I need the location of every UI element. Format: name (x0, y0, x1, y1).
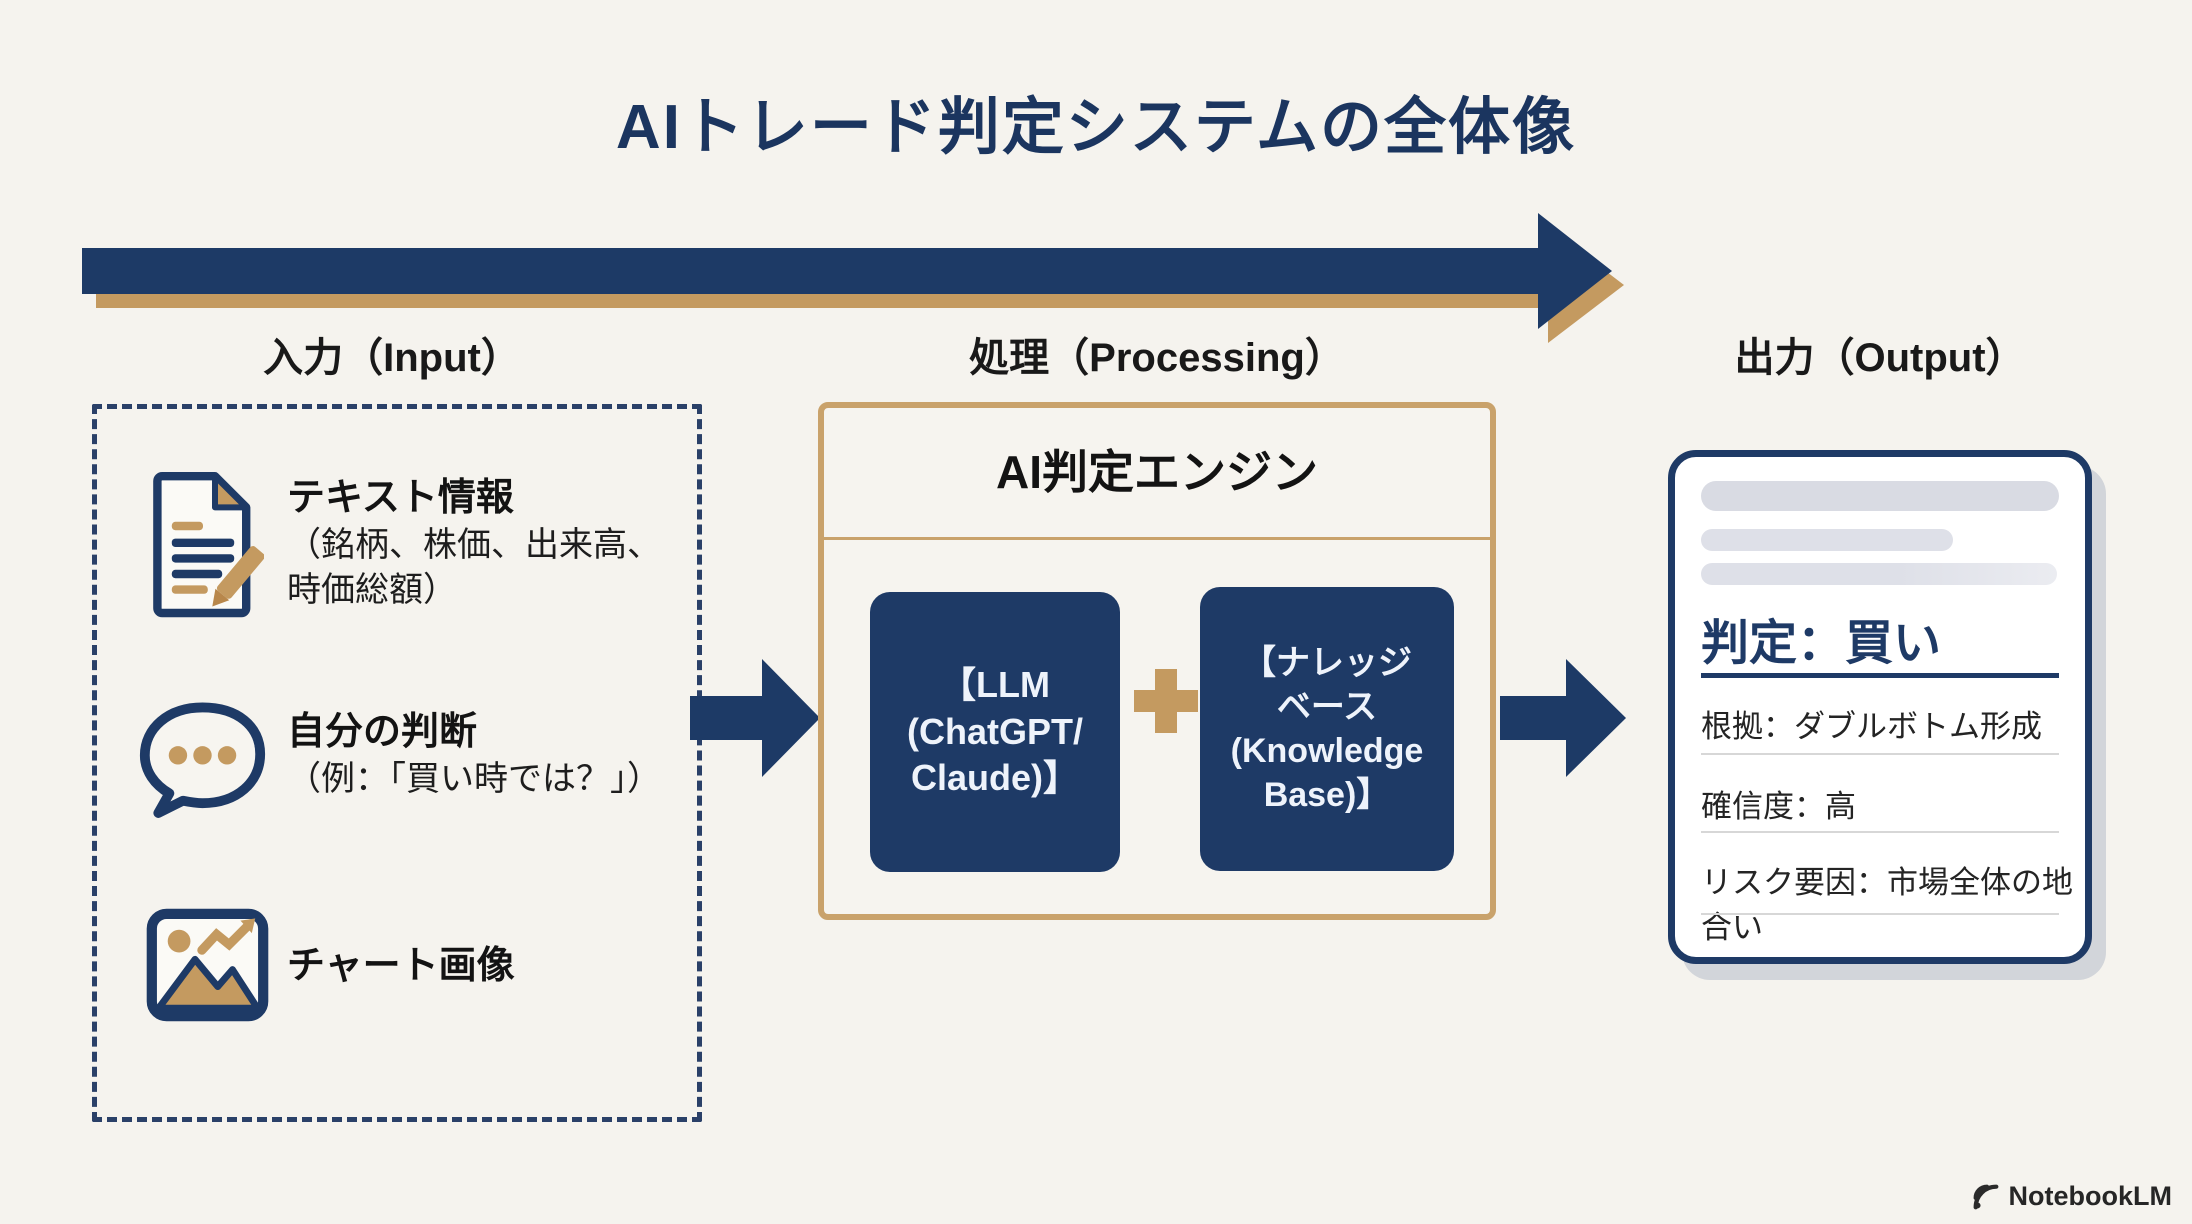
input-item-chart-image: チャート画像 (287, 943, 515, 991)
processing-to-output-arrow-head-icon (1566, 659, 1626, 777)
plus-icon (1134, 669, 1198, 733)
knowledge-base-box: 【ナレッジ ベース (Knowledge Base)】 (1200, 587, 1454, 871)
flow-arrow-head-icon (1538, 213, 1612, 329)
llm-box-label: 【LLM (ChatGPT/ Claude)】 (907, 662, 1083, 802)
processing-to-output-arrow (1500, 696, 1568, 740)
kb-box-line: 【ナレッジ (1241, 643, 1412, 682)
llm-box-line: Claude)】 (910, 757, 1079, 799)
input-item-title: 自分の判断 (287, 711, 478, 753)
input-to-processing-arrow-head-icon (762, 659, 820, 777)
ai-engine-box: AI判定エンジン 【LLM (ChatGPT/ Claude)】 【ナレッジ ベ… (818, 402, 1496, 920)
llm-box: 【LLM (ChatGPT/ Claude)】 (870, 592, 1120, 872)
kb-box-line: Base)】 (1263, 776, 1391, 815)
judgment-rule (1701, 673, 2059, 678)
ai-engine-divider (824, 537, 1490, 540)
detail-divider (1701, 753, 2059, 755)
ai-engine-title: AI判定エンジン (996, 446, 1318, 498)
output-detail-basis: 根拠：ダブルボトム形成 (1701, 709, 2042, 744)
knowledge-base-label: 【ナレッジ ベース (Knowledge Base)】 (1231, 641, 1424, 818)
notebooklm-logo-icon (1973, 1184, 1998, 1209)
kb-box-line: (Knowledge (1230, 732, 1424, 770)
input-section-header: 入力（Input） (263, 336, 521, 380)
placeholder-bar (1701, 481, 2059, 511)
output-detail-risk: リスク要因：市場全体の地合い (1701, 865, 2073, 945)
detail-divider (1701, 913, 2059, 915)
processing-section-header: 処理（Processing） (969, 336, 1345, 380)
input-item-text-info: テキスト情報 （銘柄、株価、出来高、 時価総額） (287, 475, 661, 614)
placeholder-bar (1701, 529, 1953, 551)
llm-box-line: (ChatGPT/ (907, 710, 1083, 752)
input-item-desc-line: （例：「買い時では？」） (287, 759, 661, 798)
input-to-processing-arrow (690, 696, 764, 740)
llm-box-line: 【LLM (940, 663, 1050, 705)
input-item-desc-line: （銘柄、株価、出来高、 (287, 525, 661, 564)
flow-arrow-bar (82, 248, 1540, 294)
input-item-desc-line: 時価総額） (287, 571, 457, 610)
judgment-label: 判定：買い (1701, 617, 1942, 670)
speech-bubble-icon (139, 702, 266, 818)
input-item-title: チャート画像 (287, 945, 515, 987)
detail-divider (1701, 831, 2059, 833)
placeholder-bar (1701, 563, 2057, 585)
chart-image-icon (146, 908, 269, 1022)
page-title: AIトレード判定システムの全体像 (615, 93, 1577, 162)
input-group-box: テキスト情報 （銘柄、株価、出来高、 時価総額） 自分の判断 （例：「買い時では… (92, 404, 702, 1122)
document-pencil-icon (153, 472, 264, 618)
kb-box-line: ベース (1276, 687, 1378, 726)
input-item-own-judgment: 自分の判断 （例：「買い時では？」） (287, 709, 661, 802)
output-section-header: 出力（Output） (1734, 336, 2026, 380)
output-result-card: 判定：買い 根拠：ダブルボトム形成 確信度：高 リスク要因：市場全体の地合い (1668, 450, 2092, 964)
output-detail-confidence: 確信度：高 (1701, 789, 1856, 824)
notebooklm-brand: NotebookLM (1971, 1181, 2172, 1212)
notebooklm-brand-text: NotebookLM (2008, 1181, 2172, 1211)
input-item-title: テキスト情報 (287, 477, 514, 519)
